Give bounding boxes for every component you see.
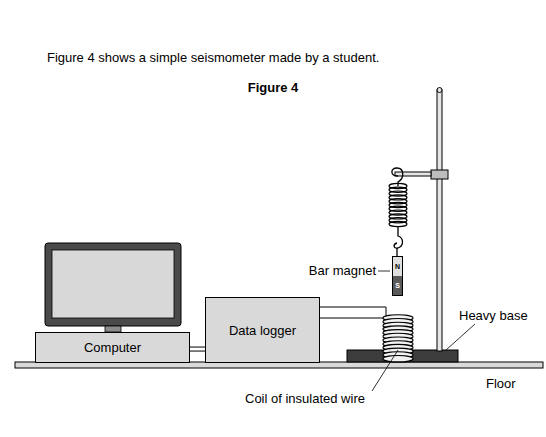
leader-line [378, 271, 390, 272]
part-label: Floor [486, 376, 516, 391]
part-label: Heavy base [459, 308, 528, 323]
part-label: Bar magnet [309, 263, 376, 278]
leader-line [446, 324, 475, 350]
heavy-base [347, 350, 458, 362]
coil-of-wire [383, 315, 413, 362]
figure-title: Figure 4 [0, 80, 546, 95]
pole-letter: N [395, 262, 400, 271]
data-logger-box: Data logger [205, 297, 320, 363]
magnet-hook [394, 226, 402, 248]
spring [389, 183, 407, 226]
coil-turn [383, 356, 413, 362]
monitor-screen [52, 250, 174, 318]
pole-letter: S [395, 281, 400, 290]
intro-text: Figure 4 shows a simple seismometer made… [47, 50, 379, 65]
node-label: Data logger [229, 323, 296, 338]
wire [320, 318, 384, 319]
node-label: Computer [84, 340, 141, 355]
computer-base: Computer [35, 332, 190, 363]
bar-magnet: NS [392, 256, 403, 296]
cable [190, 347, 205, 351]
wire [320, 307, 386, 316]
stand-rod [437, 90, 442, 351]
monitor-frame [45, 243, 181, 326]
spring-turn [389, 221, 407, 226]
magnet-hook [396, 248, 397, 256]
part-label: Coil of insulated wire [245, 391, 365, 406]
leader-line [372, 350, 398, 391]
rod-top [437, 88, 442, 93]
clamp-boss [431, 170, 448, 179]
clamp-arm [395, 172, 431, 176]
